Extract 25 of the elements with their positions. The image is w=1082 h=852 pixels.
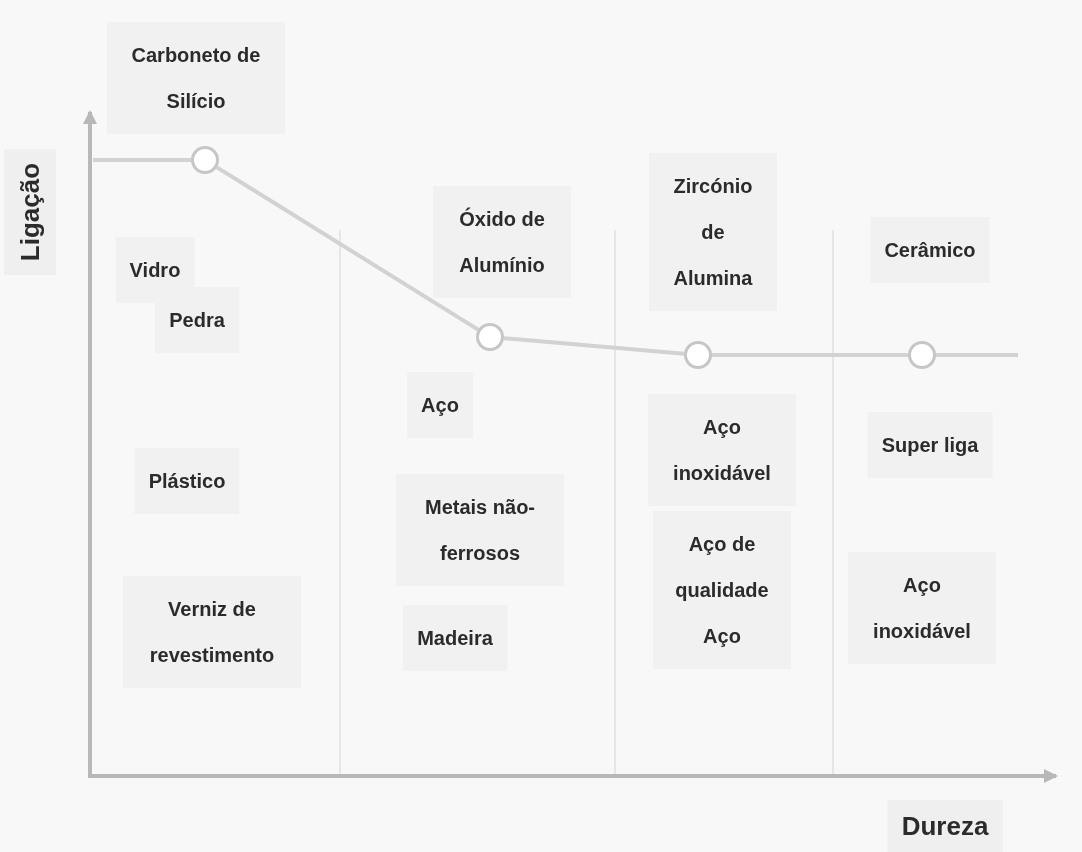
material-label: Plástico: [134, 448, 240, 514]
connector-line: [215, 165, 480, 332]
y-axis-title: Ligação: [4, 148, 56, 276]
material-label: Pedra: [155, 287, 239, 353]
material-label: Carboneto de Silício: [107, 22, 285, 134]
connector-line: [503, 336, 685, 356]
connector-line: [93, 158, 191, 162]
circle-marker: [908, 341, 936, 369]
material-label: Aço inoxidável: [848, 552, 996, 664]
material-label: Aço inoxidável: [648, 394, 796, 506]
material-label: Verniz de revestimento: [123, 576, 301, 688]
connector-line: [712, 353, 908, 357]
material-label: Zircónio de Alumina: [649, 153, 777, 311]
material-label: Aço: [407, 372, 473, 438]
material-label: Madeira: [403, 605, 507, 671]
connector-line: [936, 353, 1018, 357]
material-label: Cerâmico: [870, 217, 990, 283]
material-label: Óxido de Alumínio: [433, 186, 571, 298]
circle-marker: [684, 341, 712, 369]
circle-marker: [476, 323, 504, 351]
material-label: Metais não-ferrosos: [396, 474, 564, 586]
circle-marker: [191, 146, 219, 174]
material-label: Super liga: [867, 412, 993, 478]
material-label: Aço de qualidade Aço: [653, 511, 791, 669]
x-axis-title: Dureza: [887, 800, 1003, 852]
